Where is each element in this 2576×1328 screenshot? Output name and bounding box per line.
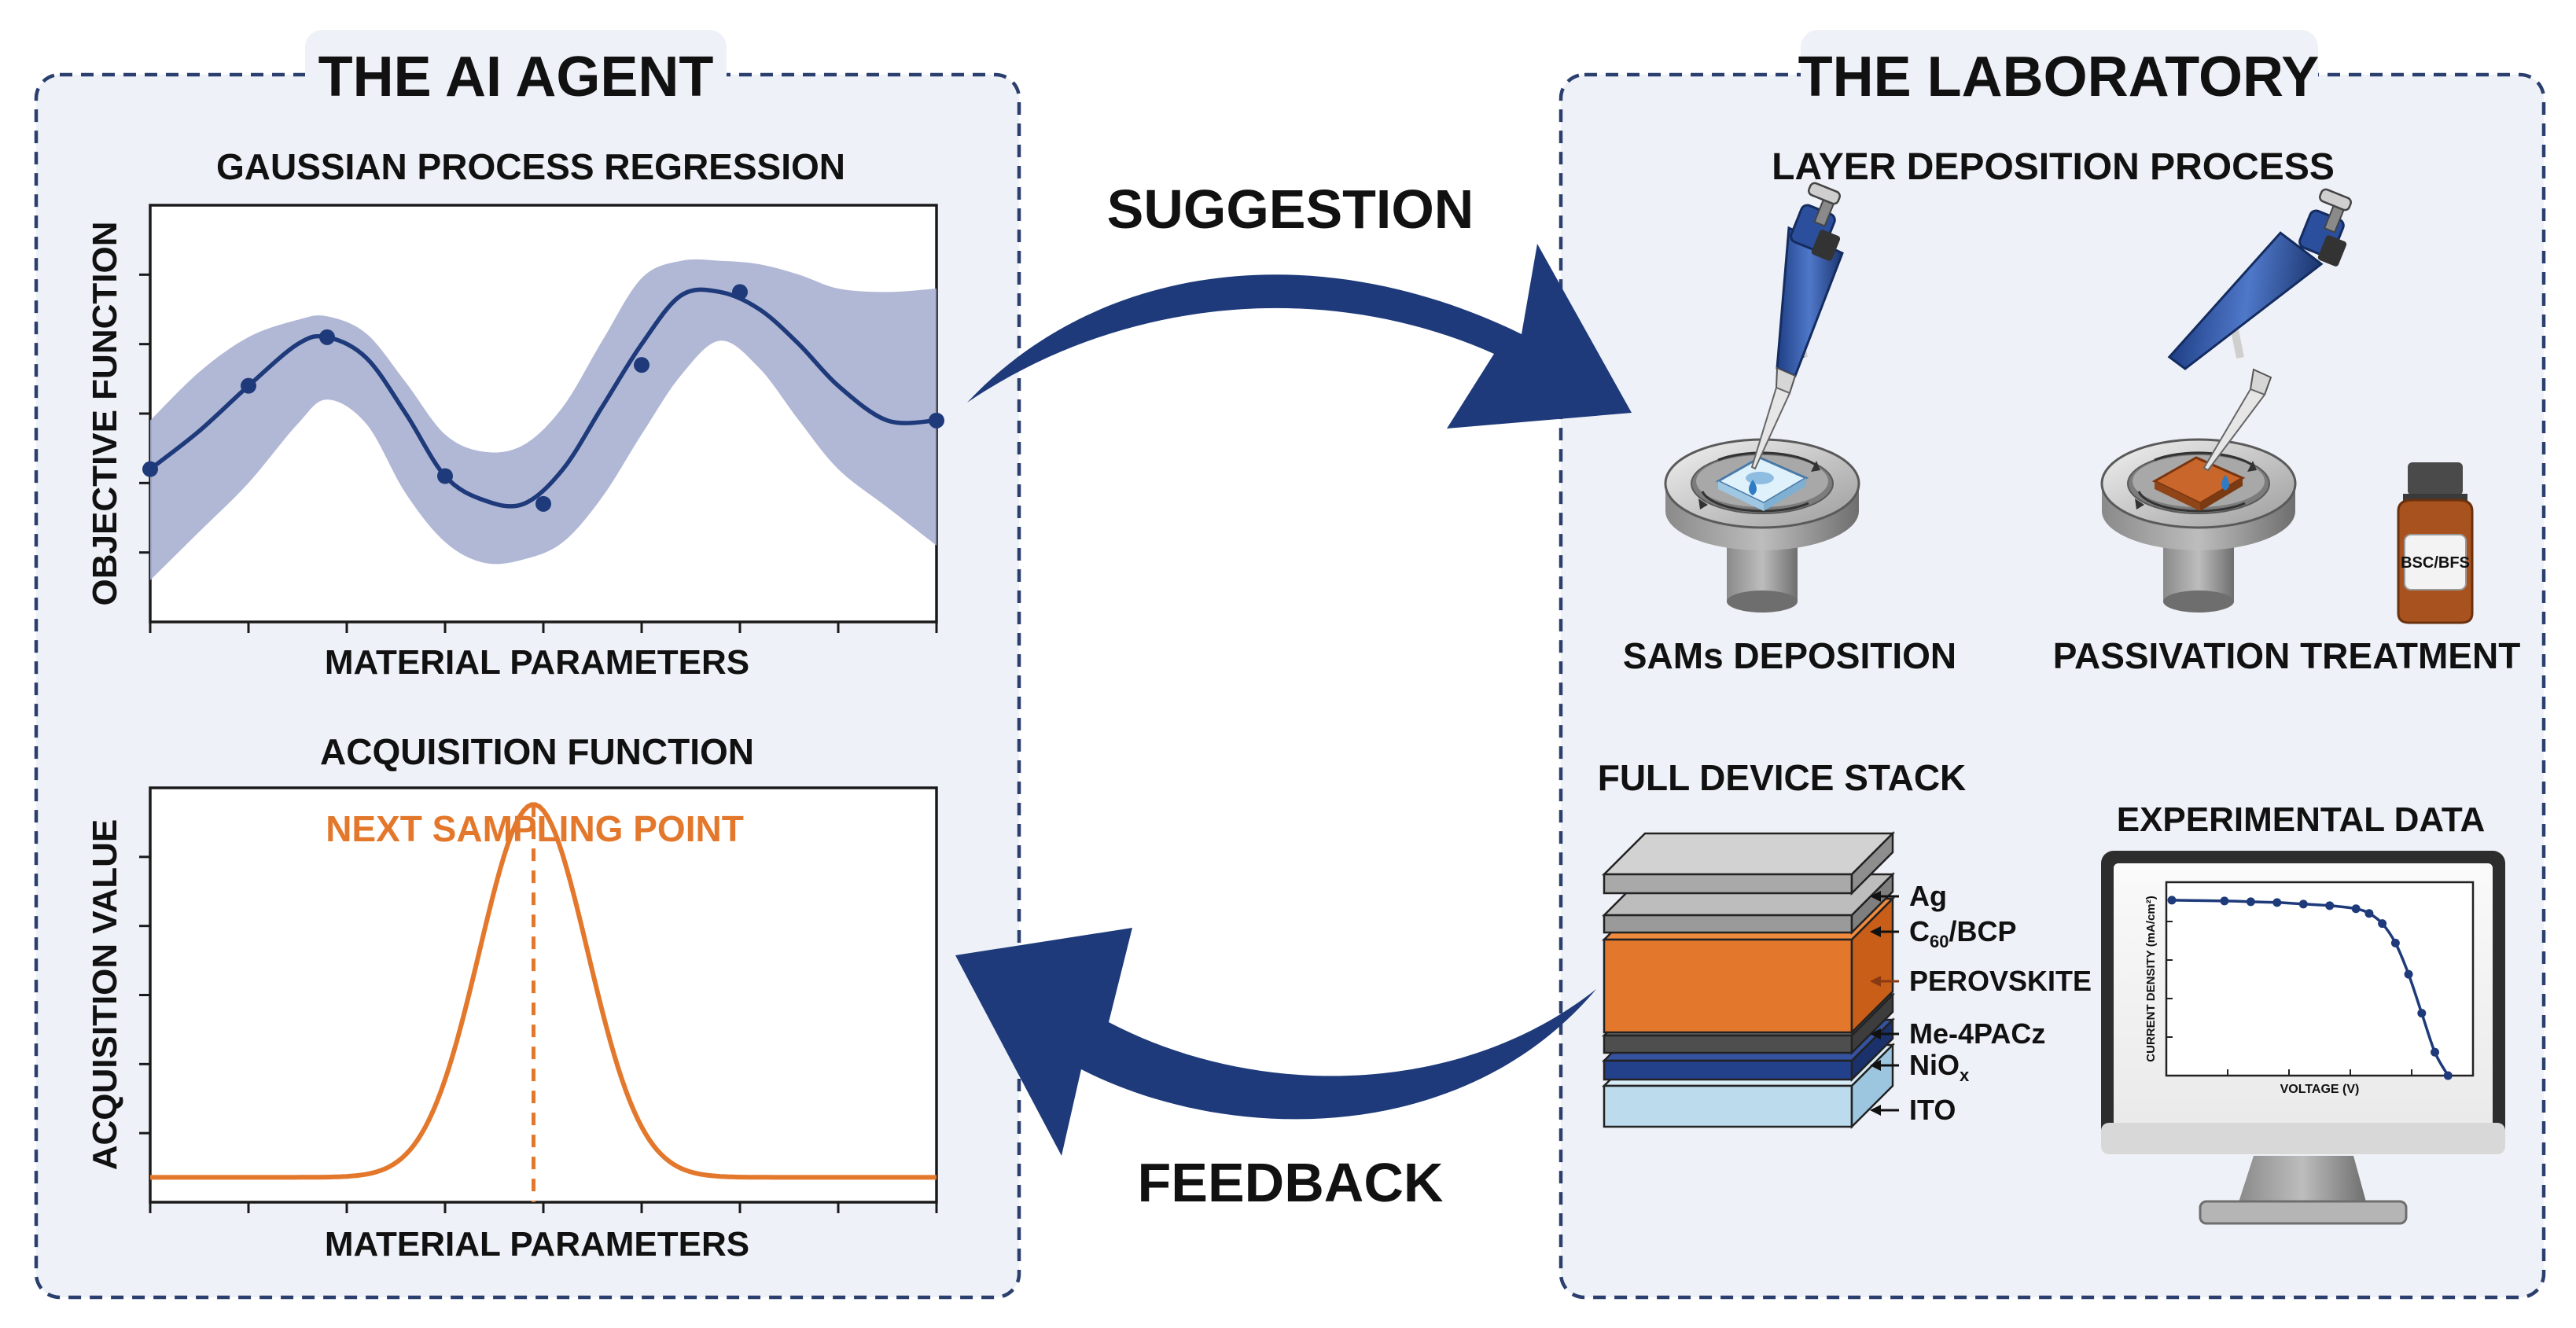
acq-annotation: NEXT SAMPLING POINT bbox=[326, 808, 744, 849]
svg-text:Me-4PACz: Me-4PACz bbox=[1909, 1017, 2045, 1050]
left-panel-title: THE AI AGENT bbox=[318, 46, 714, 109]
vial-label: BSC/BFS bbox=[2401, 554, 2470, 572]
jv-data-point bbox=[2417, 1009, 2427, 1018]
feedback-label: FEEDBACK bbox=[1138, 1152, 1444, 1213]
jv-data-point bbox=[2443, 1071, 2453, 1080]
jv-axis-ticks bbox=[2166, 921, 2474, 1076]
spin-coater-passivation bbox=[2100, 438, 2297, 612]
feedback-arrow-shape bbox=[955, 928, 1596, 1156]
stack-label-ito: ITO bbox=[1870, 1094, 1956, 1126]
jv-data-point bbox=[2325, 901, 2335, 910]
gpr-observation-point bbox=[634, 357, 650, 373]
gpr-x-label: MATERIAL PARAMETERS bbox=[325, 643, 749, 682]
vial: BSC/BFS bbox=[2397, 462, 2474, 624]
suggestion-arrow: SUGGESTION bbox=[967, 178, 1632, 429]
jv-data-point bbox=[2167, 896, 2177, 905]
jv-data-point bbox=[2220, 896, 2229, 906]
device-stack bbox=[1601, 830, 1896, 1130]
suggestion-label: SUGGESTION bbox=[1107, 178, 1474, 240]
stack-title: FULL DEVICE STACK bbox=[1598, 757, 1967, 798]
jv-data-point bbox=[2298, 899, 2308, 909]
jv-data-point bbox=[2390, 938, 2400, 947]
jv-data-point bbox=[2246, 897, 2255, 907]
acq-x-label: MATERIAL PARAMETERS bbox=[325, 1225, 749, 1264]
gpr-confidence-band bbox=[150, 259, 937, 580]
jv-data-point bbox=[2272, 898, 2282, 907]
jv-chart: VOLTAGE (V) CURRENT DENSITY (mA/cm²) bbox=[2144, 881, 2475, 1096]
gpr-observation-point bbox=[142, 461, 158, 477]
stack-layer-ag bbox=[1601, 830, 1896, 896]
acq-chart-title: ACQUISITION FUNCTION bbox=[320, 731, 754, 772]
sams-label: SAMs DEPOSITION bbox=[1623, 635, 1956, 676]
gpr-observation-point bbox=[535, 495, 551, 512]
svg-text:NiOx: NiOx bbox=[1909, 1049, 1970, 1085]
jv-plot-area bbox=[2165, 881, 2475, 1077]
gpr-mean-line bbox=[149, 287, 937, 509]
gpr-axis-ticks bbox=[139, 273, 938, 633]
acq-chart: ACQUISITION FUNCTION NEXT SAMPLING POINT… bbox=[86, 731, 938, 1264]
stack-label-ag: Ag bbox=[1870, 880, 1947, 912]
suggestion-arrow-shape bbox=[967, 244, 1632, 429]
pipette-passivation bbox=[2167, 188, 2352, 491]
svg-text:C60/BCP: C60/BCP bbox=[1909, 915, 2017, 951]
jv-data-point bbox=[2404, 969, 2413, 979]
jv-data-point bbox=[2351, 904, 2361, 914]
jv-data-point bbox=[2364, 909, 2374, 918]
acq-curve bbox=[150, 802, 937, 1180]
gpr-chart-title: GAUSSIAN PROCESS REGRESSION bbox=[216, 146, 845, 187]
spin-coater-sams bbox=[1664, 438, 1860, 612]
svg-text:PEROVSKITE: PEROVSKITE bbox=[1909, 965, 2092, 997]
jv-y-label: CURRENT DENSITY (mA/cm²) bbox=[2144, 896, 2158, 1061]
gpr-observation-point bbox=[437, 468, 453, 484]
pipette-sams bbox=[1749, 182, 1844, 495]
svg-text:ITO: ITO bbox=[1909, 1094, 1956, 1126]
passivation-label: PASSIVATION TREATMENT bbox=[2053, 635, 2521, 676]
process-title: LAYER DEPOSITION PROCESS bbox=[1772, 146, 2335, 188]
gpr-y-label: OBJECTIVE FUNCTION bbox=[86, 222, 124, 606]
jv-data-points bbox=[2167, 896, 2453, 1080]
feedback-arrow: FEEDBACK bbox=[955, 928, 1596, 1213]
stack-label-niox: NiOx bbox=[1870, 1049, 1970, 1085]
gpr-observation-point bbox=[319, 329, 335, 345]
acq-plot-area bbox=[149, 786, 938, 1204]
gpr-observation-point bbox=[732, 284, 748, 300]
acq-axis-ticks bbox=[139, 855, 938, 1213]
stack-label-c60-bcp: C60/BCP bbox=[1870, 915, 2017, 951]
gpr-observation-point bbox=[241, 377, 256, 394]
gpr-observation-points bbox=[142, 284, 944, 512]
stack-label-me-4pacz: Me-4PACz bbox=[1870, 1017, 2045, 1050]
stack-label-perovskite: PEROVSKITE bbox=[1870, 965, 2092, 997]
jv-data-point bbox=[2431, 1047, 2440, 1057]
jv-x-label: VOLTAGE (V) bbox=[2280, 1083, 2360, 1096]
gpr-chart: GAUSSIAN PROCESS REGRESSION MATERIAL PAR… bbox=[86, 146, 944, 682]
svg-text:Ag: Ag bbox=[1909, 880, 1947, 912]
jv-data-point bbox=[2378, 919, 2387, 929]
right-panel-title: THE LABORATORY bbox=[1798, 46, 2320, 109]
data-title: EXPERIMENTAL DATA bbox=[2117, 800, 2486, 839]
acq-y-label: ACQUISITION VALUE bbox=[86, 819, 124, 1171]
gpr-observation-point bbox=[929, 412, 944, 429]
